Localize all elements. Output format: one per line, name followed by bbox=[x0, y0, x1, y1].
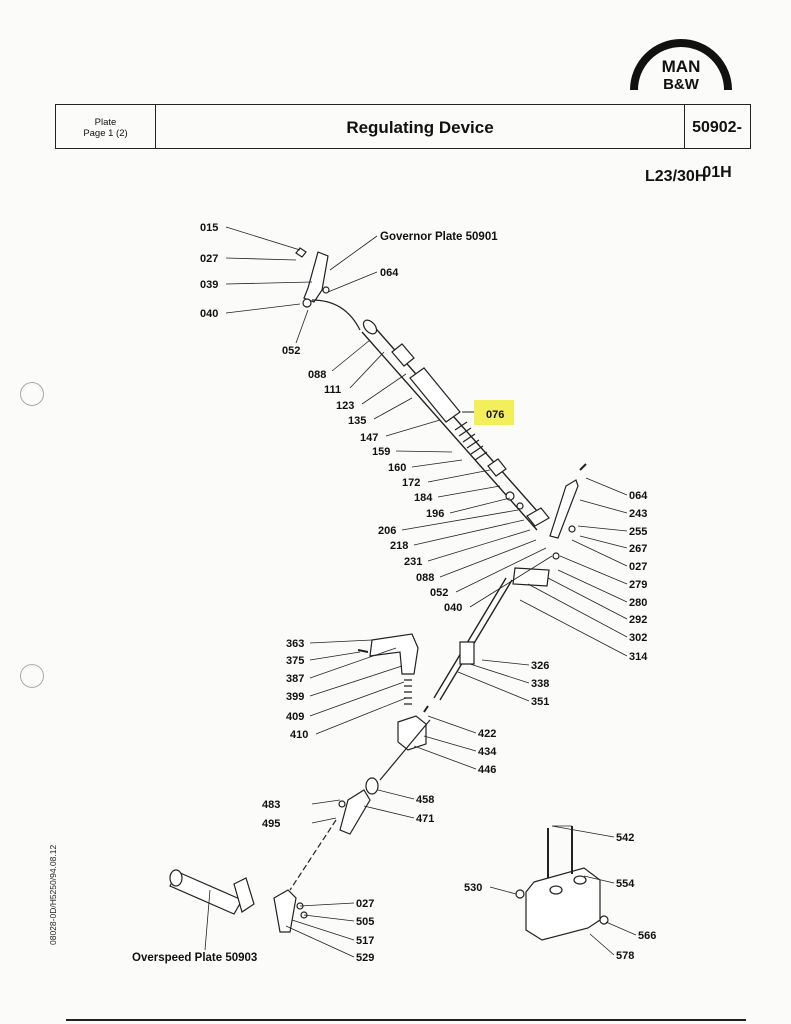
part-label: 387 bbox=[286, 673, 304, 685]
part-label: 542 bbox=[616, 832, 634, 844]
part-label: 267 bbox=[629, 543, 647, 555]
part-label: 064 bbox=[380, 267, 399, 279]
part-label: 027 bbox=[629, 561, 647, 573]
part-label: 351 bbox=[531, 696, 549, 708]
part-label: 554 bbox=[616, 878, 635, 890]
part-label: 483 bbox=[262, 799, 280, 811]
part-039-lever bbox=[303, 251, 329, 303]
part-label: 458 bbox=[416, 794, 434, 806]
part-label: 147 bbox=[360, 432, 378, 444]
part-label: 088 bbox=[416, 572, 434, 584]
part-label: 135 bbox=[348, 415, 366, 427]
logo-text-man: MAN bbox=[662, 57, 701, 76]
part-label: 027 bbox=[356, 898, 374, 910]
leader-lines bbox=[204, 226, 637, 958]
plate-number: 50902-01H bbox=[692, 119, 742, 181]
part-label: 314 bbox=[629, 651, 648, 663]
part-label: 218 bbox=[390, 540, 408, 552]
part-label: 446 bbox=[478, 764, 496, 776]
part-label: 578 bbox=[616, 950, 634, 962]
part-label: 231 bbox=[404, 556, 422, 568]
plate-cell: Plate Page 1 (2) bbox=[56, 105, 156, 148]
part-label: 505 bbox=[356, 916, 374, 928]
part-label: 015 bbox=[200, 222, 218, 234]
part-label: 410 bbox=[290, 729, 308, 741]
part-label: 184 bbox=[414, 492, 433, 504]
binder-hole bbox=[20, 382, 44, 406]
plate-label: Plate bbox=[94, 117, 117, 128]
part-label: 495 bbox=[262, 818, 280, 830]
part-label: 196 bbox=[426, 508, 444, 520]
part-label: 172 bbox=[402, 477, 420, 489]
part-label: 243 bbox=[629, 508, 647, 520]
part-label: 326 bbox=[531, 660, 549, 672]
title-block: Plate Page 1 (2) Regulating Device 50902… bbox=[55, 104, 751, 181]
highlight-076 bbox=[474, 400, 514, 425]
footer-rule bbox=[66, 1019, 746, 1021]
part-label: 363 bbox=[286, 638, 304, 650]
page-title: Regulating Device bbox=[156, 105, 685, 148]
part-label: 517 bbox=[356, 935, 374, 947]
part-label: 338 bbox=[531, 678, 549, 690]
part-label: 422 bbox=[478, 728, 496, 740]
part-label: 123 bbox=[336, 400, 354, 412]
part-label: 206 bbox=[378, 525, 396, 537]
overspeed-reference: Overspeed Plate 50903 bbox=[132, 952, 257, 964]
part-label: 064 bbox=[629, 490, 648, 502]
part-label: 409 bbox=[286, 711, 304, 723]
part-label: 159 bbox=[372, 446, 390, 458]
part-label: 471 bbox=[416, 813, 434, 825]
part-label-076: 076 bbox=[486, 409, 504, 421]
part-label: 302 bbox=[629, 632, 647, 644]
binder-hole bbox=[20, 664, 44, 688]
part-label: 111 bbox=[324, 384, 341, 396]
part-label: 052 bbox=[282, 345, 300, 357]
part-label: 280 bbox=[629, 597, 647, 609]
part-label: 399 bbox=[286, 691, 304, 703]
part-label: 566 bbox=[638, 930, 656, 942]
part-label: 529 bbox=[356, 952, 374, 964]
governor-reference: Governor Plate 50901 bbox=[380, 231, 498, 243]
part-label: 530 bbox=[464, 882, 482, 894]
part-label: 279 bbox=[629, 579, 647, 591]
part-label: 040 bbox=[444, 602, 462, 614]
part-label: 052 bbox=[430, 587, 448, 599]
part-label: 434 bbox=[478, 746, 497, 758]
part-015-shape bbox=[295, 247, 307, 258]
page-label: Page 1 (2) bbox=[83, 128, 128, 139]
part-label: 039 bbox=[200, 279, 218, 291]
part-label: 292 bbox=[629, 614, 647, 626]
man-bw-logo: MAN B&W bbox=[630, 39, 732, 93]
part-label: 255 bbox=[629, 526, 647, 538]
engine-type: L23/30H bbox=[645, 168, 707, 185]
part-label: 040 bbox=[200, 308, 218, 320]
part-label: 160 bbox=[388, 462, 406, 474]
document-reference: 08028-0D/H5250/94.08.12 bbox=[48, 844, 58, 945]
part-label: 027 bbox=[200, 253, 218, 265]
part-label: 375 bbox=[286, 655, 304, 667]
logo-text-bw: B&W bbox=[663, 76, 700, 93]
part-labels: 015 027 039 040 052 064 088 111 123 135 147 159 160 1… bbox=[200, 222, 656, 964]
part-label: 088 bbox=[308, 369, 326, 381]
